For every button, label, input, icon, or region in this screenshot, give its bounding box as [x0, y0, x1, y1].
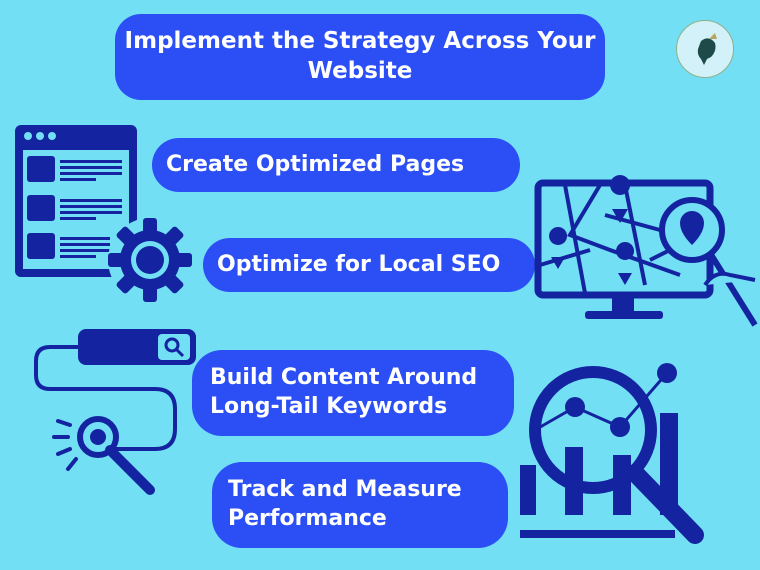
logo-silhouette-icon: [676, 20, 734, 78]
step-optimize-local-seo: Optimize for Local SEO: [203, 238, 535, 292]
webpage-gear-icon: [15, 125, 192, 302]
page-title: Implement the Strategy Across Your Websi…: [115, 14, 605, 100]
chart-magnifier-icon: [520, 363, 704, 544]
step-track-measure-performance: Track and Measure Performance: [212, 462, 508, 548]
step-create-optimized-pages: Create Optimized Pages: [152, 138, 520, 192]
map-monitor-search-icon: [534, 175, 758, 327]
step-build-content-long-tail: Build Content Around Long-Tail Keywords: [192, 350, 514, 436]
search-bar-magnifier-icon: [34, 329, 196, 495]
